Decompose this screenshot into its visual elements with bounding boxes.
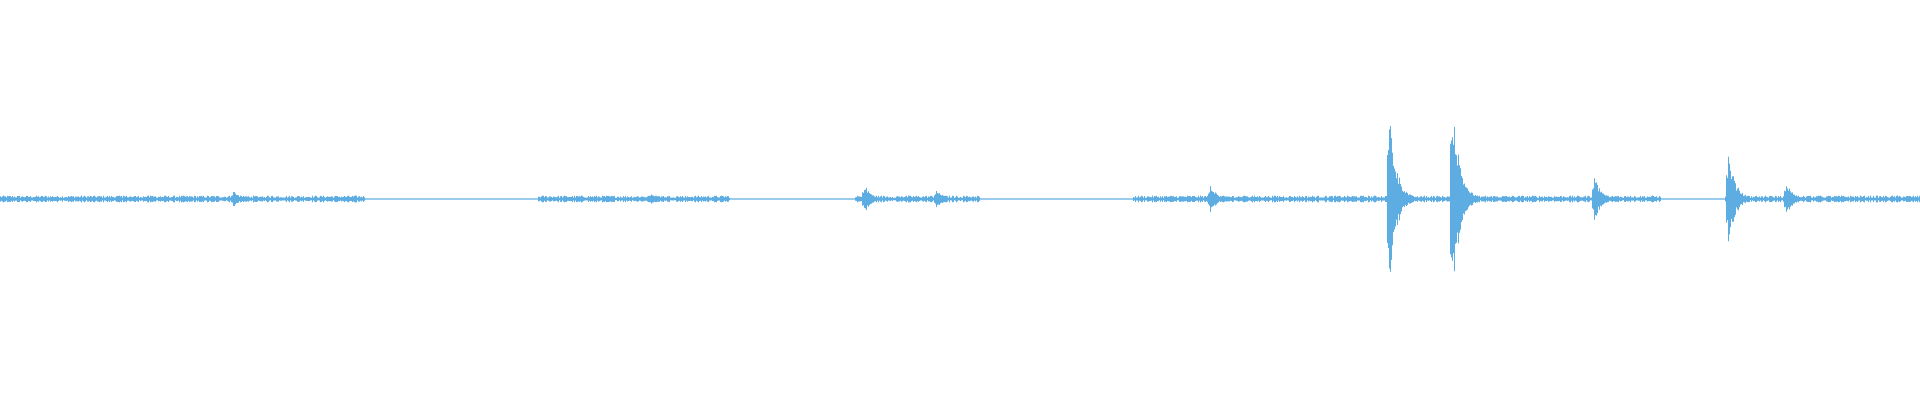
waveform-samples <box>0 126 1920 272</box>
